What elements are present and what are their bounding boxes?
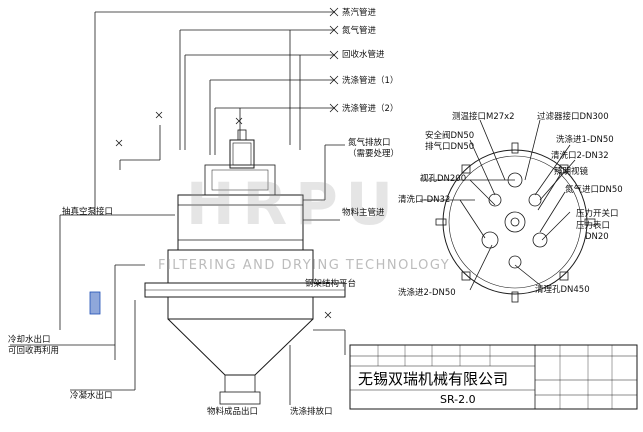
company-name: 无锡双瑞机械有限公司 xyxy=(358,370,509,388)
label-cooling-water-outlet: 冷却水出口 xyxy=(8,335,51,345)
label-wash-in-2: 洗涤进2-DN50 xyxy=(398,288,456,298)
label-return-water-pipe: 回收水管进 xyxy=(342,50,385,60)
label-wash-in-1: 洗涤进1-DN50 xyxy=(556,135,614,145)
valve-icon xyxy=(329,7,339,17)
label-steam-pipe: 蒸汽管进 xyxy=(342,8,377,18)
plan-view-circle xyxy=(442,149,588,295)
valve-icon xyxy=(155,111,163,119)
label-sight-glass: 照明视镜 xyxy=(554,167,589,177)
label-dn20: DN20 xyxy=(585,232,609,242)
title-block-frame xyxy=(349,344,638,410)
label-view-port: 视孔DN200 xyxy=(420,174,467,184)
label-vacuum-outlet: 抽真空泵接口 xyxy=(62,207,114,217)
label-recycle-note: 可回收再利用 xyxy=(8,346,60,356)
valve-icon xyxy=(324,311,332,319)
label-nitrogen-in: 氮气进口DN50 xyxy=(565,185,623,195)
level-gauge-icon xyxy=(89,291,101,315)
label-filter-port: 过滤器接口DN300 xyxy=(537,112,609,122)
valve-icon xyxy=(329,103,339,113)
watermark-logo: HRPU xyxy=(186,170,401,238)
label-nitrogen-pipe: 氮气管进 xyxy=(342,26,377,36)
label-product-outlet: 物料成品出口 xyxy=(207,407,259,417)
label-clean-port: 清洗口-DN32 xyxy=(398,195,451,205)
model-number: SR-2.0 xyxy=(440,393,476,406)
label-steel-frame: 钢架结构平台 xyxy=(305,279,357,289)
label-material-feed: 物料主管进 xyxy=(342,208,385,218)
valve-icon xyxy=(329,50,339,60)
valve-icon xyxy=(115,139,123,147)
label-safety-valve: 安全阀DN50 xyxy=(425,131,475,141)
label-pressure-gauge: 压力表口 xyxy=(576,221,611,231)
label-nitrogen-exhaust: 氮气排放口 xyxy=(348,138,391,148)
label-wash-pipe-1: 洗涤管进（1） xyxy=(342,76,399,86)
label-pressure-switch: 压力开关口 xyxy=(576,209,619,219)
label-vent: 排气口DN50 xyxy=(425,142,475,152)
valve-icon xyxy=(235,117,243,125)
label-condensate-outlet: 冷凝水出口 xyxy=(70,391,113,401)
label-manhole: 清理孔DN450 xyxy=(535,285,590,295)
valve-icon xyxy=(329,75,339,85)
label-wash-pipe-2: 洗涤管进（2） xyxy=(342,104,399,114)
label-nitrogen-exhaust-note: （需要处理） xyxy=(348,149,400,159)
valve-icon xyxy=(329,25,339,35)
label-wash-outlet: 洗涤排放口 xyxy=(290,407,333,417)
label-thermometer: 测温接口M27x2 xyxy=(452,112,515,122)
watermark-text: FILTERING AND DRYING TECHNOLOGY xyxy=(158,258,451,273)
label-wash-port-2: 清洗口2-DN32 xyxy=(551,151,609,161)
